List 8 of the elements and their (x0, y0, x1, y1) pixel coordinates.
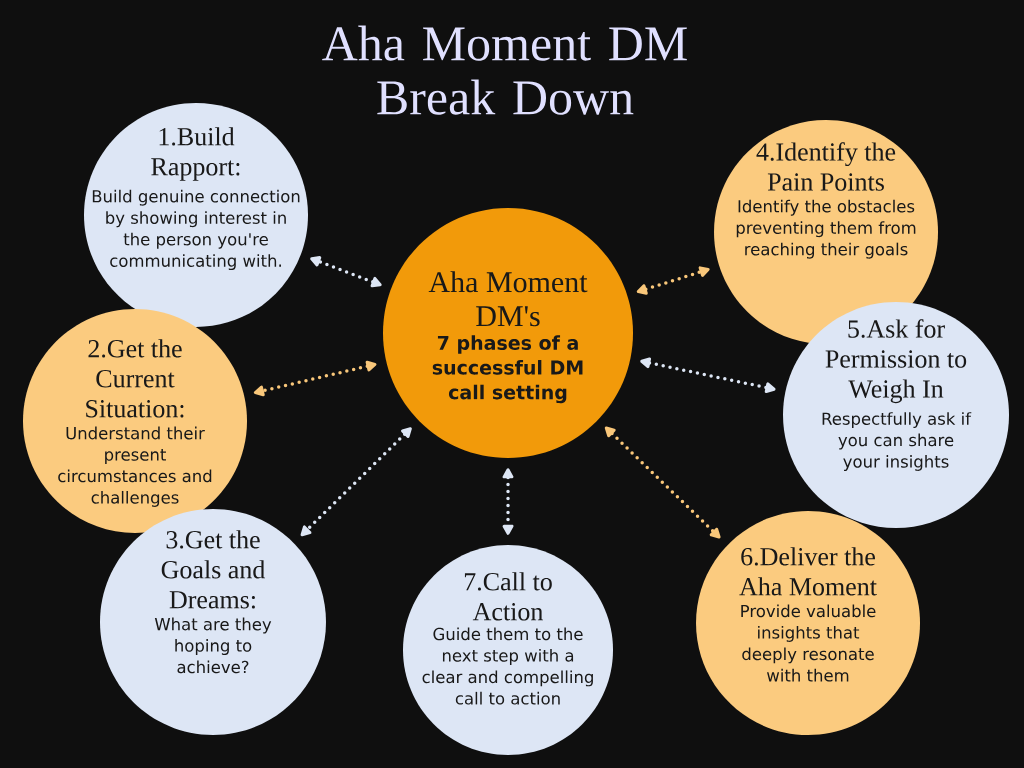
arrow (640, 357, 776, 394)
arrow (604, 426, 721, 539)
arrow (502, 468, 514, 535)
arrow (253, 360, 377, 397)
arrow (310, 256, 382, 288)
arrow (636, 266, 710, 295)
title: Aha Moment DM Break Down (322, 25, 687, 115)
arrow (300, 427, 412, 537)
